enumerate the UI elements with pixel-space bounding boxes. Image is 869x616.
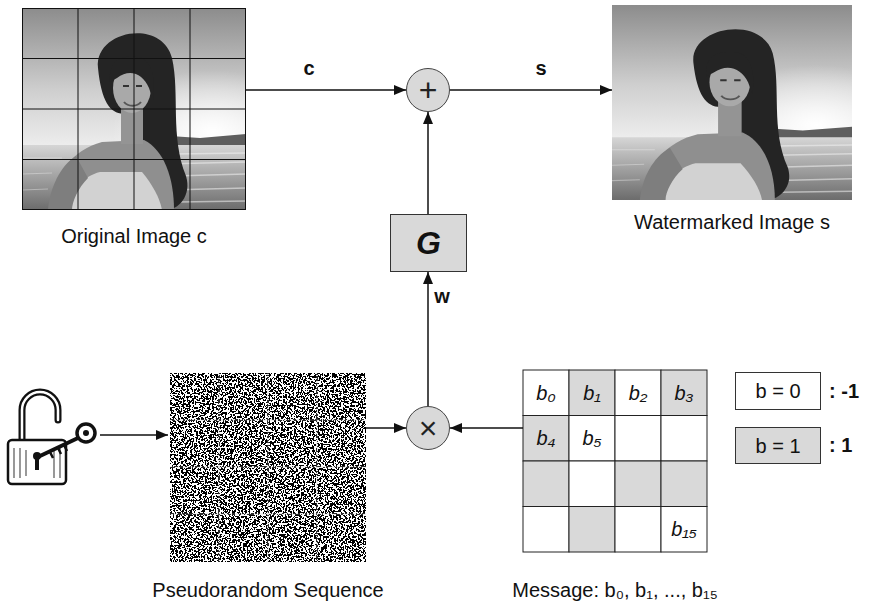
- image-caption: Pseudorandom Sequence: [152, 578, 383, 602]
- bit-label: b₁₅: [671, 518, 696, 540]
- arrow-connector: [450, 427, 523, 429]
- signal-label: w: [432, 285, 452, 307]
- bit-value: : 1: [829, 434, 852, 456]
- original-photo: [22, 8, 246, 210]
- key-icon: [40, 424, 95, 458]
- arrow-connector: [450, 89, 612, 91]
- message-grid: [523, 370, 707, 552]
- key-arrow: [100, 434, 168, 436]
- operator-symbol: +: [419, 74, 438, 106]
- arrow-connector: [366, 427, 406, 429]
- arrow-connector: [427, 272, 429, 406]
- bit-label: b₀: [536, 382, 556, 404]
- grid-caption: Message: b₀, b₁, ..., b₁₅: [512, 578, 718, 602]
- signal-label: c: [301, 57, 316, 79]
- padlock-icon: [8, 392, 66, 484]
- arrow-connector: [246, 89, 406, 91]
- legend-text: b = 0: [755, 380, 800, 402]
- watermarked-photo: [612, 5, 852, 200]
- bit-label: b₄: [536, 427, 555, 449]
- gain-label: G: [416, 227, 441, 259]
- gain-box: G: [390, 214, 467, 272]
- pseudorandom-sequence: Pseudorandom Sequence: [170, 373, 366, 562]
- adder-node: +: [406, 68, 450, 112]
- watermarked-image: Watermarked Image s: [612, 5, 852, 200]
- bit-label: b₃: [674, 382, 693, 404]
- multiplier-node: ×: [406, 406, 450, 450]
- legend-swatch: b = 1: [735, 427, 821, 464]
- bit-value: : -1: [829, 380, 859, 402]
- bit-label: b₂: [629, 382, 648, 404]
- noise-pattern: [170, 373, 366, 562]
- arrow-connector: [427, 112, 429, 214]
- image-caption: Watermarked Image s: [634, 210, 830, 234]
- legend-swatch: b = 0: [735, 372, 821, 410]
- bit-label: b₅: [582, 427, 601, 449]
- legend-text: b = 1: [755, 435, 800, 457]
- operator-symbol: ×: [419, 412, 438, 444]
- bit-label: b₁: [583, 382, 600, 404]
- signal-label: s: [533, 57, 548, 79]
- original-image: Original Image c: [22, 8, 246, 210]
- image-caption: Original Image c: [61, 224, 207, 248]
